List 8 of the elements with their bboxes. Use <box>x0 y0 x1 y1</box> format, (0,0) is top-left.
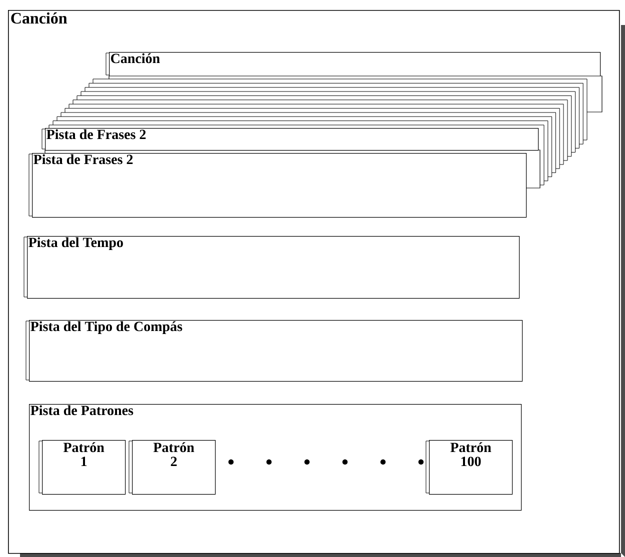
pattern-box: Patrón 2 <box>128 440 216 495</box>
track-box: Pista de Frases 2 <box>28 153 527 218</box>
track-box: Canción <box>106 52 601 77</box>
track-box: Pista de Frases 2 <box>42 128 539 151</box>
pattern-box: Patrón 100 <box>426 440 513 495</box>
track-box: Pista del Tempo <box>24 236 520 299</box>
pattern-box: Patrón 1 <box>38 440 126 495</box>
track-box: Pista del Tipo de Compás <box>26 320 523 382</box>
